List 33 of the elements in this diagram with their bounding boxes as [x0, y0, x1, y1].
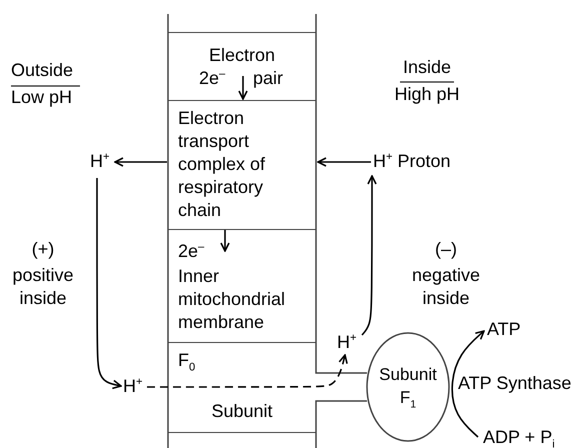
- segment-label: 2e$^{–}$: [199, 67, 226, 90]
- segment-label: Electron transport complex of respiratory chain: [178, 107, 266, 222]
- annotation-text: Outside: [11, 59, 74, 82]
- segment-label: Subunit F$_{1}$: [378, 364, 438, 409]
- annotation-text: (+): [30, 238, 56, 261]
- ion-label: ATP: [487, 318, 527, 341]
- ion-label: ADP + P$_{i}$: [483, 426, 573, 448]
- arrow: [220, 230, 230, 252]
- ion-label: H$^{+}$ Proton: [373, 150, 465, 173]
- segment-label: 2e$^{–}$: [178, 240, 204, 263]
- annotation-text: Low pH: [11, 86, 72, 109]
- arrow: [451, 330, 485, 438]
- annotation-text: positive inside: [11, 264, 75, 310]
- subunit-bulb: [366, 332, 450, 442]
- ion-label: H$^{+}$: [123, 375, 147, 398]
- ion-label: H$^{+}$: [90, 150, 114, 173]
- arrow: [361, 175, 377, 336]
- segment-label: Subunit: [210, 400, 274, 423]
- dashed-arrow: [147, 354, 348, 388]
- annotation-text: negative inside: [410, 264, 482, 310]
- arrow: [317, 157, 371, 167]
- ion-label: H$^{+}$: [337, 331, 361, 354]
- segment-label: Inner mitochondrial membrane: [178, 265, 286, 334]
- arrow: [238, 76, 248, 100]
- annotation-text: ATP Synthase: [458, 372, 572, 395]
- arrow: [114, 157, 167, 167]
- segment-label: pair: [253, 67, 284, 90]
- annotation-text: High pH: [393, 83, 461, 106]
- annotation-text: Inside: [402, 56, 452, 79]
- segment-label: Electron: [208, 44, 276, 67]
- arrow: [96, 178, 122, 390]
- segment-label: F$_{0}$: [178, 349, 196, 372]
- annotation-text: (–): [434, 238, 458, 261]
